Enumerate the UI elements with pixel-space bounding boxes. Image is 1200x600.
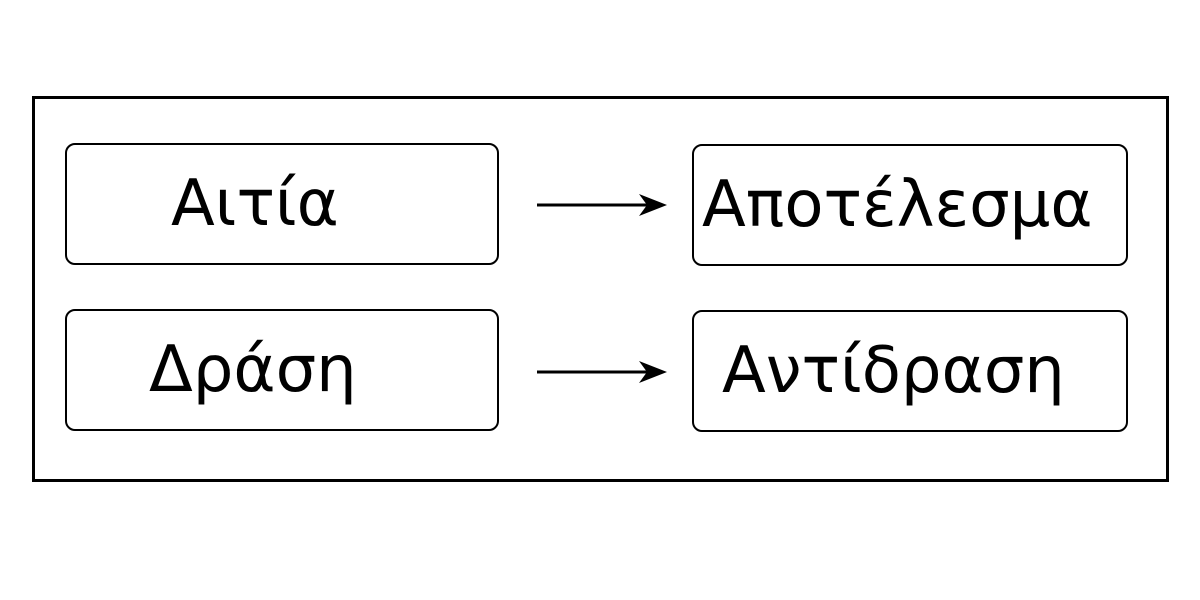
effect-label: Αποτέλεσμα xyxy=(702,168,1093,242)
reaction-label: Αντίδραση xyxy=(722,334,1065,408)
arrow-right-icon xyxy=(537,194,667,216)
diagram-frame xyxy=(32,96,1169,482)
reaction-box: Αντίδραση xyxy=(692,310,1128,432)
effect-box: Αποτέλεσμα xyxy=(692,144,1128,266)
cause-box: Αιτία xyxy=(65,143,499,265)
action-box: Δράση xyxy=(65,309,499,431)
action-label: Δράση xyxy=(149,333,357,407)
cause-label: Αιτία xyxy=(171,167,339,241)
arrow-right-icon xyxy=(537,361,667,383)
